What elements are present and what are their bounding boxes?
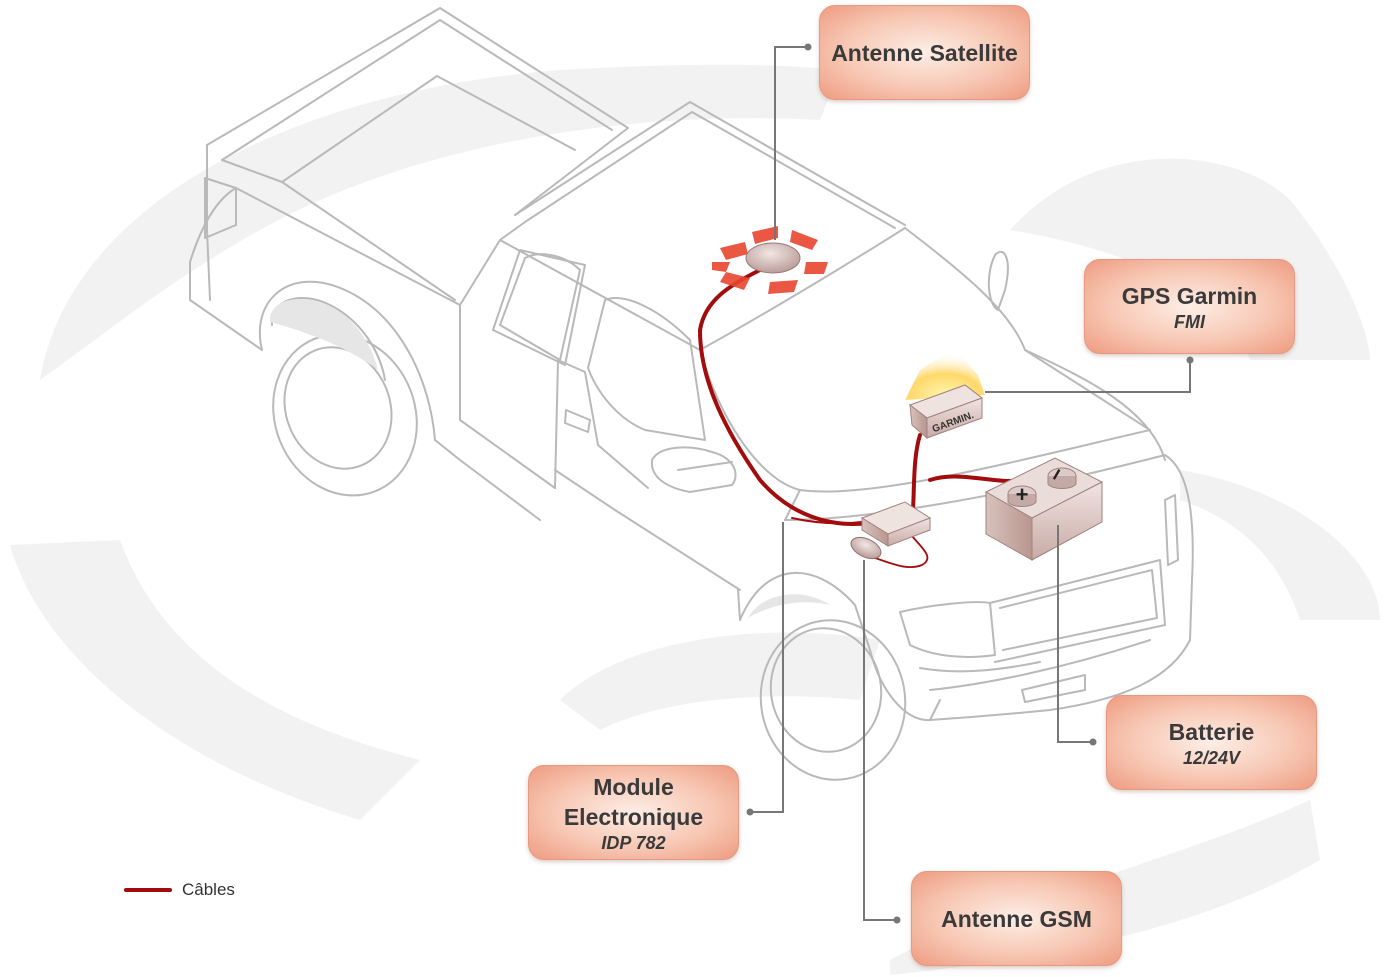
leader-gps <box>985 360 1191 393</box>
garmin-gps-device: GARMIN. <box>905 352 985 440</box>
callout-gps-garmin-title: GPS Garmin <box>1121 282 1258 309</box>
leader-lines <box>750 46 1191 921</box>
leader-battery <box>1057 525 1093 743</box>
leader-module <box>750 522 784 813</box>
leader-endpoints <box>746 43 1194 924</box>
battery-device: + − <box>984 457 1104 561</box>
cable-satellite-to-module <box>698 268 872 526</box>
callout-antenne-gsm: Antenne GSM <box>911 871 1122 966</box>
callout-gps-garmin-subtitle: FMI <box>1174 311 1205 332</box>
callout-batterie-title: Batterie <box>1168 718 1255 745</box>
legend: Câbles <box>124 878 235 902</box>
pickup-truck-outline <box>189 7 1194 781</box>
satellite-signal-ring <box>712 226 828 294</box>
leader-satellite <box>774 46 808 240</box>
callout-module-title-line1: Module <box>593 773 674 800</box>
truck-shading <box>269 299 830 618</box>
callout-gps-garmin: GPS Garmin FMI <box>1084 259 1295 354</box>
cable-module-to-gsm <box>867 535 929 569</box>
legend-cable-label: Câbles <box>182 880 235 899</box>
callout-module-subtitle: IDP 782 <box>601 832 666 853</box>
battery-plus-sign: + <box>1016 482 1029 507</box>
gsm-antenna-device <box>850 536 882 560</box>
callout-batterie-subtitle: 12/24V <box>1182 747 1241 768</box>
callout-antenne-satellite: Antenne Satellite <box>819 5 1030 100</box>
callout-antenne-gsm-title: Antenne GSM <box>941 905 1092 932</box>
callout-antenne-satellite-title: Antenne Satellite <box>831 39 1018 66</box>
leader-gsm <box>863 560 897 921</box>
legend-cable-swatch <box>124 888 172 892</box>
electronic-module-device <box>860 501 932 547</box>
cable-module-rear <box>791 517 863 525</box>
callout-module-electronique: Module Electronique IDP 782 <box>528 765 739 860</box>
callout-batterie: Batterie 12/24V <box>1106 695 1317 790</box>
satellite-antenna <box>712 226 828 294</box>
satellite-antenna-dome <box>745 242 801 274</box>
callout-module-title-line2: Electronique <box>563 803 704 830</box>
